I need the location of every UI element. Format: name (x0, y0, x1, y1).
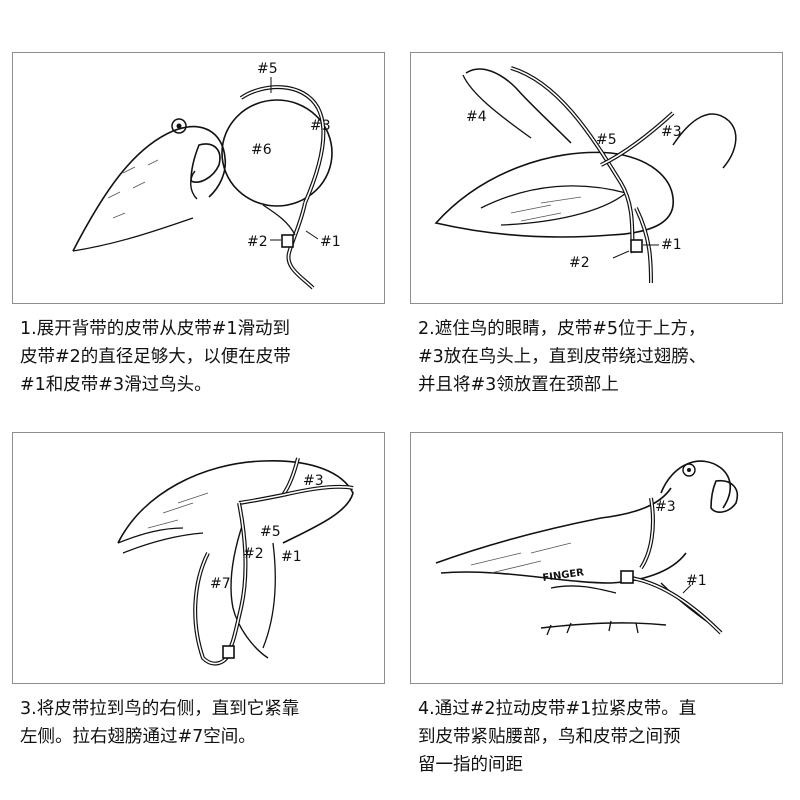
step-4-label-3: #3 (655, 499, 676, 515)
step-3-caption: 3.将皮带拉到鸟的右侧，直到它紧靠 左侧。拉右翅膀通过#7空间。 (20, 699, 300, 747)
step-2-label-5: #5 (596, 132, 617, 148)
step-1-label-3: #3 (310, 118, 331, 134)
step-3-drawing: #3 #5 #2 #1 #7 (117, 457, 354, 666)
step-4-illustration: #3 FINGER #1 (410, 432, 783, 684)
step-3-label-1: #1 (281, 549, 302, 565)
step-2-drawing: #4 #5 #3 #1 #2 (434, 66, 737, 284)
step-2-label-4: #4 (466, 109, 487, 125)
step-1-label-6: #6 (251, 142, 272, 158)
step-1-label-1: #1 (320, 234, 341, 250)
step-3-label-3: #3 (303, 473, 324, 489)
step-3-label-7: #7 (210, 576, 231, 592)
step-2-label-2: #2 (569, 255, 590, 271)
step-1-caption: 1.展开背带的皮带从皮带#1滑动到 皮带#2的直径足够大，以便在皮带 #1和皮带… (20, 319, 291, 395)
step-3-label-2: #2 (243, 546, 264, 562)
step-1-label-2: #2 (247, 234, 268, 250)
step-2-illustration: #4 #5 #3 #1 #2 (410, 52, 783, 304)
step-1-illustration: #5 #3 #6 #2 #1 (12, 52, 385, 304)
step-2-label-3: #3 (661, 124, 682, 140)
step-3-illustration: #3 #5 #2 #1 #7 (12, 432, 385, 684)
step-1-drawing: #5 #3 #6 #2 #1 (72, 61, 341, 290)
step-4-label-1: #1 (686, 573, 707, 589)
step-2-label-1: #1 (661, 237, 682, 253)
step-1-label-5: #5 (257, 61, 278, 77)
step-4-caption: 4.通过#2拉动皮带#1拉紧皮带。直 到皮带紧贴腰部，鸟和皮带之间预 留一指的间… (418, 699, 697, 775)
step-3-label-5: #5 (260, 524, 281, 540)
step-4-drawing: #3 FINGER #1 (435, 460, 738, 636)
step-2-caption: 2.遮住鸟的眼睛，皮带#5位于上方， #3放在鸟头上，直到皮带绕过翅膀、 并且将… (418, 319, 707, 395)
